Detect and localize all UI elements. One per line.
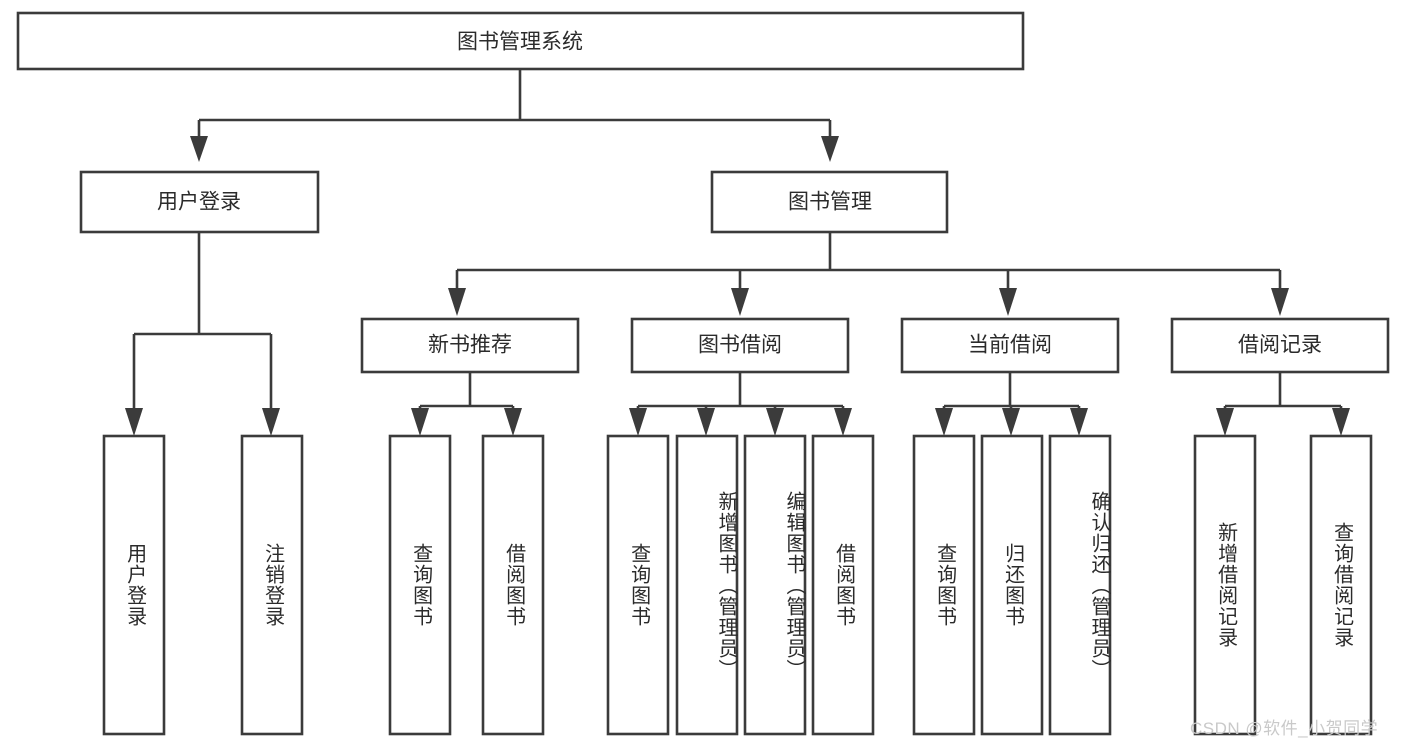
arrow-to-leaf-return-book [1002, 408, 1020, 436]
arrow-to-current-borrow [999, 288, 1017, 316]
leaf-query-record-box[interactable] [1309, 434, 1373, 736]
node-new-book-recommend-box[interactable] [360, 317, 580, 374]
arrow-to-new-book-recommend [448, 288, 466, 316]
node-book-manage-box[interactable] [710, 170, 949, 234]
node-borrow-record-label: 借阅记录 [1238, 334, 1322, 357]
leaf-query-book-3-box[interactable] [912, 434, 976, 736]
leaf-borrow-book-1-box[interactable] [481, 434, 545, 736]
node-book-borrow-box[interactable] [630, 317, 850, 374]
arrow-to-leaf-query-book-2 [629, 408, 647, 436]
arrow-to-leaf-confirm-return [1070, 408, 1088, 436]
csdn-watermark: CSDN @软件_小贺同学 [1190, 719, 1379, 738]
arrow-to-leaf-borrow-book-2 [834, 408, 852, 436]
arrow-to-borrow-record [1271, 288, 1289, 316]
arrow-to-leaf-query-record [1332, 408, 1350, 436]
arrow-to-leaf-edit-book [766, 408, 784, 436]
node-root-box[interactable] [16, 11, 1025, 71]
node-user-login-label: 用户登录 [157, 191, 241, 214]
leaf-query-book-1-box[interactable] [388, 434, 452, 736]
arrow-to-leaf-query-book-3 [935, 408, 953, 436]
arrow-to-leaf-logout-login [262, 408, 280, 436]
arrow-root-to-book-manage [821, 136, 839, 162]
node-borrow-record-box[interactable] [1170, 317, 1390, 374]
arrow-to-leaf-add-book [697, 408, 715, 436]
node-current-borrow-label: 当前借阅 [968, 334, 1052, 357]
node-book-manage-label: 图书管理 [788, 191, 872, 214]
leaf-add-book-box[interactable] [675, 434, 739, 736]
node-book-borrow-label: 图书借阅 [698, 334, 782, 357]
leaf-add-record-box[interactable] [1193, 434, 1257, 736]
arrow-to-leaf-borrow-book-1 [504, 408, 522, 436]
node-current-borrow-box[interactable] [900, 317, 1120, 374]
leaf-borrow-book-2-box[interactable] [811, 434, 875, 736]
leaf-confirm-return-box[interactable] [1048, 434, 1112, 736]
leaf-edit-book-box[interactable] [743, 434, 807, 736]
arrow-to-leaf-add-record [1216, 408, 1234, 436]
node-new-book-recommend-label: 新书推荐 [428, 334, 512, 357]
arrow-to-leaf-user-login [125, 408, 143, 436]
leaf-user-login-box[interactable] [102, 434, 166, 736]
arrow-to-leaf-query-book-1 [411, 408, 429, 436]
arrow-to-book-borrow [731, 288, 749, 316]
arrow-root-to-user-login [190, 136, 208, 162]
node-root-label: 图书管理系统 [457, 31, 583, 54]
leaf-logout-login-box[interactable] [240, 434, 304, 736]
leaf-return-book-box[interactable] [980, 434, 1044, 736]
leaf-query-book-2-box[interactable] [606, 434, 670, 736]
